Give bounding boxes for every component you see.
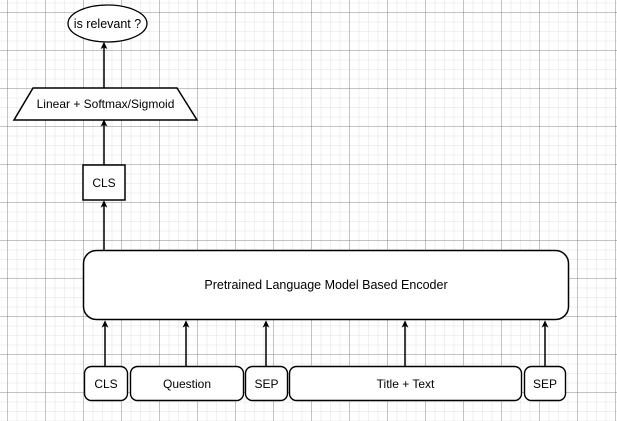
input-token-box-0 [83,365,129,402]
input-token-box-4 [523,365,567,402]
encoder-shape [82,249,570,321]
output-node-shape [67,4,148,43]
input-token-box-2 [244,365,289,402]
classification-head-shape [12,87,199,121]
input-token-box-1 [129,365,245,402]
pooled-cls-shape [82,164,126,201]
input-token-box-3 [288,365,523,402]
